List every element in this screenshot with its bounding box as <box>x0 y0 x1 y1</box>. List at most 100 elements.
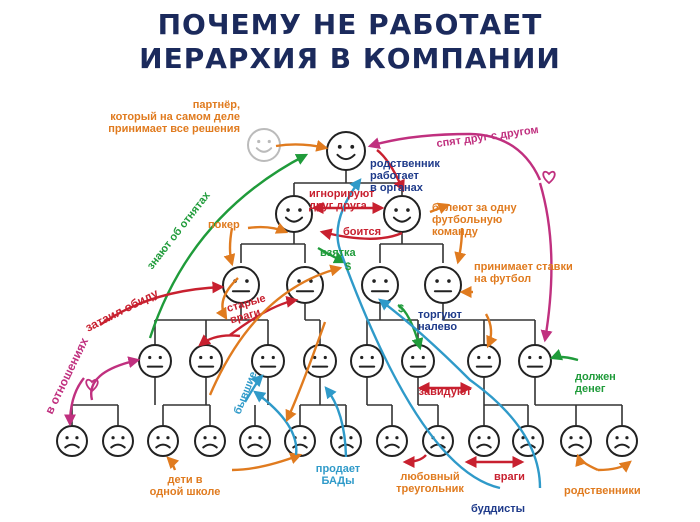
arrow-poker <box>247 222 289 234</box>
face-eye <box>441 436 445 440</box>
arrow-football <box>429 202 451 214</box>
employee-sad-face-icon <box>56 425 88 457</box>
face-eye <box>158 355 162 360</box>
lead-neutral-face-icon <box>303 344 337 378</box>
face-eye <box>385 436 389 440</box>
manager-neutral-face-icon <box>424 266 462 304</box>
face-eye <box>360 355 364 360</box>
face-eye <box>257 139 261 144</box>
face-eye <box>625 436 629 440</box>
hierarchy-connector <box>442 304 536 345</box>
face-eye <box>435 279 439 283</box>
lead-neutral-face-icon <box>350 344 384 378</box>
face-eye <box>394 208 398 212</box>
arrow-afraid <box>319 228 403 241</box>
face-outline <box>467 344 501 378</box>
face-eye <box>156 436 160 440</box>
face-eye <box>148 355 152 360</box>
face-outline <box>424 266 462 304</box>
face-outline <box>326 131 366 171</box>
face-eye <box>350 144 355 149</box>
face-outline <box>560 425 592 457</box>
face-mouth <box>392 216 412 223</box>
face-eye <box>339 436 343 440</box>
arrow-cross-2 <box>208 264 343 396</box>
face-outline <box>189 344 223 378</box>
arrow-relative-works <box>376 149 405 193</box>
employee-sad-face-icon <box>147 425 179 457</box>
face-eye <box>569 436 573 440</box>
face-eye <box>286 208 290 212</box>
face-eye <box>303 436 307 440</box>
face-outline <box>361 266 399 304</box>
face-outline <box>247 128 281 162</box>
face-outline <box>303 344 337 378</box>
arrow-trade-left <box>397 303 424 351</box>
arrow-know-affairs <box>148 153 309 339</box>
face-eye <box>477 436 481 440</box>
face-eye <box>406 208 410 212</box>
face-outline <box>401 344 435 378</box>
lead-neutral-face-icon <box>138 344 172 378</box>
face-outline <box>606 425 638 457</box>
face-eye <box>261 355 265 360</box>
face-outline <box>383 195 421 233</box>
face-eye <box>258 436 262 440</box>
arrow-sleep-together-down <box>538 182 553 343</box>
lead-neutral-face-icon <box>518 344 552 378</box>
face-mouth <box>292 443 308 449</box>
lead-neutral-face-icon <box>251 344 285 378</box>
face-eye <box>538 355 542 360</box>
face-eye <box>75 436 79 440</box>
lead-neutral-face-icon <box>189 344 223 378</box>
face-mouth <box>476 443 492 449</box>
face-eye <box>271 355 275 360</box>
arrow-relatives-2 <box>575 453 599 472</box>
face-eye <box>213 436 217 440</box>
face-eye <box>65 436 69 440</box>
face-eye <box>121 436 125 440</box>
employee-sad-face-icon <box>239 425 271 457</box>
arrow-sells-2 <box>253 390 298 456</box>
label-grudge: затаил обиду <box>83 286 161 335</box>
arrow-owes <box>549 349 579 362</box>
arrow-sells-supplements <box>324 386 348 458</box>
label-sleep-together: спят друг с другом <box>436 124 540 150</box>
hierarchy-connector <box>366 378 393 425</box>
hierarchy-connector <box>293 170 403 195</box>
arrow-relationship-2 <box>64 377 85 427</box>
face-outline <box>376 425 408 457</box>
employee-sad-face-icon <box>102 425 134 457</box>
face-outline <box>194 425 226 457</box>
face-eye <box>579 436 583 440</box>
employee-sad-face-icon <box>560 425 592 457</box>
arrow-sleep-together <box>367 132 542 181</box>
arrow-same-school <box>231 452 303 472</box>
arrow-trade-left-2 <box>484 313 498 349</box>
face-outline <box>251 344 285 378</box>
face-eye <box>267 139 271 144</box>
face-eye <box>521 436 525 440</box>
arrow-buddhists-2 <box>336 178 501 490</box>
arrow-buddhists <box>378 298 542 489</box>
face-outline <box>147 425 179 457</box>
label-know-affairs: знают об отнятах <box>145 189 213 272</box>
label-poker: покер <box>208 219 240 231</box>
face-eye <box>370 355 374 360</box>
arrow-grudge <box>99 281 225 326</box>
face-eye <box>323 355 327 360</box>
face-eye <box>615 436 619 440</box>
employee-sad-face-icon <box>194 425 226 457</box>
face-eye <box>166 436 170 440</box>
label-buddhists: буддисты <box>471 503 525 515</box>
heart-icon <box>85 378 99 393</box>
face-outline <box>350 344 384 378</box>
face-eye <box>421 355 425 360</box>
